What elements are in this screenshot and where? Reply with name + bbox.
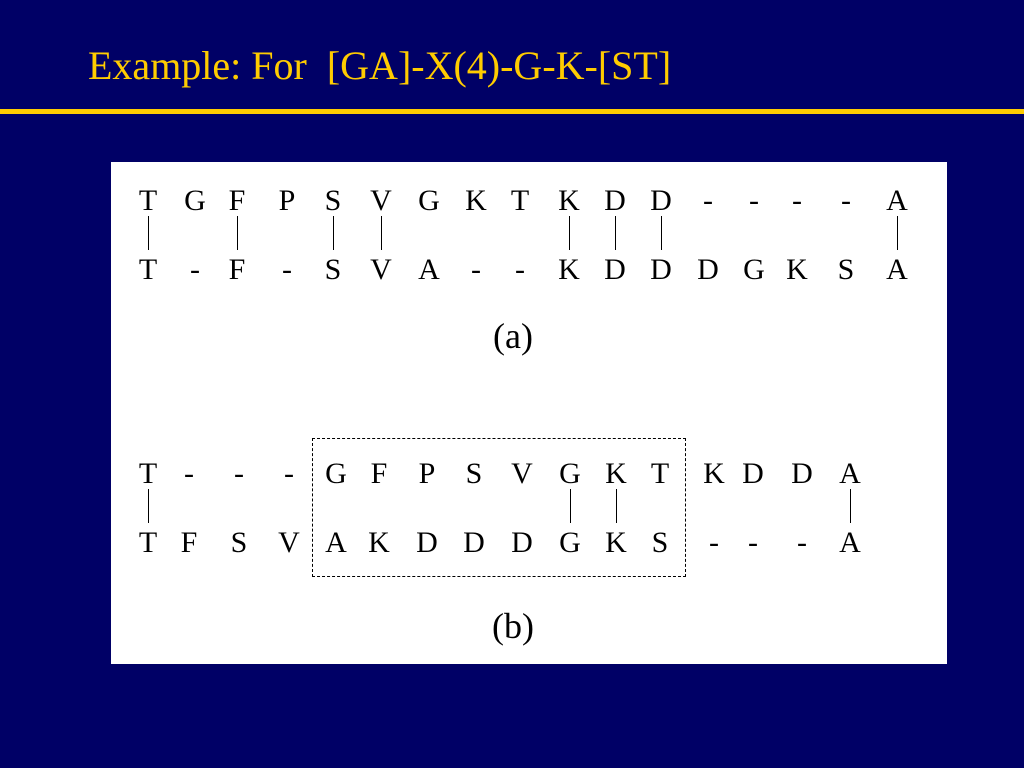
alignment-b-top-residue: -: [184, 457, 194, 490]
alignment-b-match-line: [570, 489, 571, 523]
alignment-b-bottom-residue: -: [797, 526, 807, 559]
alignment-a-top-residue: -: [792, 184, 802, 217]
alignment-a-bottom-residue: A: [886, 253, 908, 286]
alignment-a-match-line: [148, 216, 149, 250]
caption-a: (a): [493, 316, 533, 356]
alignment-a-top-residue: -: [703, 184, 713, 217]
alignment-a-top-residue: P: [278, 184, 296, 217]
alignment-b-bottom-residue: F: [180, 526, 198, 559]
alignment-a-bottom-residue: G: [743, 253, 765, 286]
alignment-b-top-residue: K: [605, 457, 627, 490]
alignment-a-top-residue: V: [370, 184, 392, 217]
alignment-a-bottom-residue: D: [604, 253, 626, 286]
alignment-b-bottom-residue: A: [839, 526, 861, 559]
alignment-b-top-residue: D: [791, 457, 813, 490]
alignment-a-top-residue: K: [558, 184, 580, 217]
alignment-a-match-line: [897, 216, 898, 250]
alignment-a-bottom-residue: K: [786, 253, 808, 286]
alignment-b-bottom-residue: A: [325, 526, 347, 559]
alignment-b-bottom-residue: -: [748, 526, 758, 559]
alignment-a-bottom-residue: -: [471, 253, 481, 286]
alignment-a-bottom-residue: -: [282, 253, 292, 286]
alignment-a-top-residue: G: [184, 184, 206, 217]
caption-b: (b): [492, 606, 534, 646]
alignment-b-top-residue: G: [559, 457, 581, 490]
alignment-a-top-residue: -: [841, 184, 851, 217]
alignment-a-top-residue: T: [138, 184, 158, 217]
alignment-b-top-residue: S: [465, 457, 483, 490]
alignment-b-bottom-residue: -: [709, 526, 719, 559]
alignment-a-bottom-residue: S: [837, 253, 855, 286]
alignment-a-bottom-residue: D: [650, 253, 672, 286]
alignment-b-top-residue: -: [234, 457, 244, 490]
alignment-b-top-residue: G: [325, 457, 347, 490]
alignment-b-top-residue: -: [284, 457, 294, 490]
alignment-a-match-line: [615, 216, 616, 250]
alignment-a-match-line: [237, 216, 238, 250]
alignment-a-top-residue: F: [228, 184, 246, 217]
alignment-b-top-residue: T: [650, 457, 670, 490]
alignment-b-match-line: [616, 489, 617, 523]
alignment-a-match-line: [333, 216, 334, 250]
alignment-b-bottom-residue: K: [605, 526, 627, 559]
alignment-a-bottom-residue: -: [190, 253, 200, 286]
alignment-a-top-residue: A: [886, 184, 908, 217]
alignment-a-top-residue: S: [324, 184, 342, 217]
alignment-a-bottom-residue: F: [228, 253, 246, 286]
alignment-a-bottom-residue: K: [558, 253, 580, 286]
alignment-a-top-residue: G: [418, 184, 440, 217]
motif-match-box: [312, 438, 686, 577]
title-underline: [0, 109, 1024, 114]
alignment-b-bottom-residue: V: [278, 526, 300, 559]
alignment-b-bottom-residue: K: [368, 526, 390, 559]
alignment-b-top-residue: V: [511, 457, 533, 490]
alignment-b-bottom-residue: D: [463, 526, 485, 559]
alignment-a-top-residue: D: [604, 184, 626, 217]
alignment-b-top-residue: P: [418, 457, 436, 490]
alignment-b-bottom-residue: S: [651, 526, 669, 559]
alignment-a-match-line: [661, 216, 662, 250]
alignment-a-bottom-residue: D: [697, 253, 719, 286]
alignment-a-top-residue: -: [749, 184, 759, 217]
alignment-a-bottom-residue: S: [324, 253, 342, 286]
alignment-a-match-line: [381, 216, 382, 250]
alignment-a-top-residue: D: [650, 184, 672, 217]
alignment-b-top-residue: K: [703, 457, 725, 490]
alignment-b-top-residue: A: [839, 457, 861, 490]
alignment-b-bottom-residue: D: [416, 526, 438, 559]
alignment-b-bottom-residue: G: [559, 526, 581, 559]
alignment-b-top-residue: D: [742, 457, 764, 490]
alignment-a-bottom-residue: T: [138, 253, 158, 286]
alignment-a-bottom-residue: V: [370, 253, 392, 286]
alignment-b-match-line: [850, 489, 851, 523]
alignment-b-match-line: [148, 489, 149, 523]
alignment-a-match-line: [569, 216, 570, 250]
alignment-a-top-residue: T: [510, 184, 530, 217]
alignment-a-bottom-residue: -: [515, 253, 525, 286]
alignment-b-bottom-residue: S: [230, 526, 248, 559]
alignment-b-top-residue: F: [370, 457, 388, 490]
alignment-b-bottom-residue: D: [511, 526, 533, 559]
alignment-b-top-residue: T: [138, 457, 158, 490]
alignment-a-bottom-residue: A: [418, 253, 440, 286]
slide-title: Example: For [GA]-X(4)-G-K-[ST]: [88, 43, 672, 88]
alignment-a-top-residue: K: [465, 184, 487, 217]
alignment-b-bottom-residue: T: [138, 526, 158, 559]
